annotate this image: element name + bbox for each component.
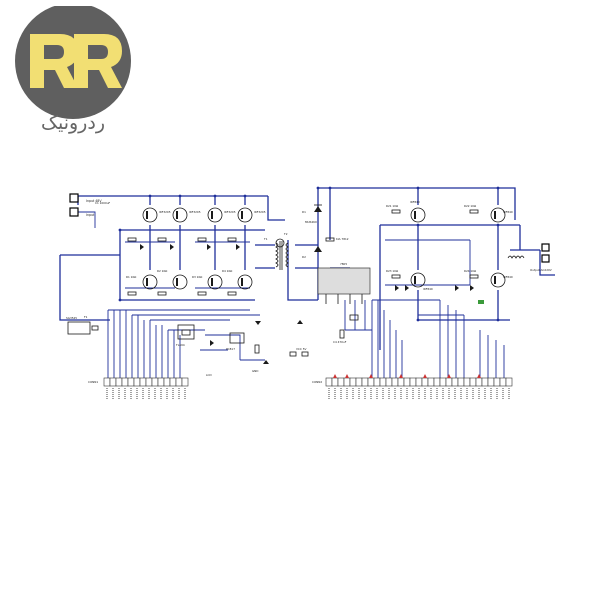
mosfet-q1: IRF3205	[142, 207, 171, 223]
label-q-b3: IRF840	[423, 287, 433, 291]
label-r-a4: R4 10Ω	[222, 269, 233, 273]
label-cap-main: C1 1000uF	[95, 201, 111, 205]
label-fuse: F1	[84, 315, 88, 319]
label-q-a4: IRF3205	[254, 210, 266, 214]
label-reg: 7805	[340, 262, 347, 266]
junctions	[118, 186, 500, 322]
label-r-b3: R23 10Ω	[386, 269, 399, 273]
transformer: T1 T2	[263, 232, 289, 270]
label-trafo2: T2	[283, 232, 288, 236]
label-diode-fr: MUR460	[305, 220, 317, 224]
connector-left: CONN1	[88, 377, 189, 400]
label-output: Output AC220V	[530, 268, 552, 272]
label-input2: Input	[86, 213, 95, 217]
label-q-b1: IRF840	[410, 200, 420, 204]
mosfet-q5: R1 10Ω	[126, 274, 158, 290]
output-cap-area: C4 470uF	[333, 314, 359, 344]
mosfet-q8: R4 10Ω	[222, 269, 253, 290]
label-q-b2: IRF840	[503, 210, 513, 214]
label-r-b2: R22 10Ω	[464, 204, 477, 208]
gate-parts-right: R21 10Ω R22 10Ω R23 10Ω R24 10Ω	[386, 204, 484, 304]
mosfet-q11: IRF840	[410, 272, 433, 291]
mosfet-q9: IRF840	[410, 200, 426, 223]
label-r-b4: R24 10Ω	[464, 269, 477, 273]
label-opto: PC817	[226, 347, 235, 351]
mosfet-q7: R3 10Ω	[192, 274, 223, 290]
label-conn-left: CONN1	[88, 380, 98, 384]
mosfet-q3: IRF3205	[207, 207, 236, 223]
label-chip-mid: TL494	[175, 343, 185, 347]
logo-letter-left	[30, 34, 78, 88]
label-q-a2: IRF3205	[189, 210, 201, 214]
label-gnd: GND	[252, 369, 258, 373]
label-trafo: T1	[263, 237, 268, 241]
label-r-b1: R21 10Ω	[386, 204, 399, 208]
label-r-a1: R1 10Ω	[126, 275, 137, 279]
label-r-a2: R2 10Ω	[157, 269, 168, 273]
controller-left: SG3525 F1 TL494 PC817 GND VCC 5V LCD	[66, 315, 309, 377]
label-lcd: LCD	[206, 373, 212, 377]
mosfet-q2: IRF3205	[172, 207, 201, 223]
brand-name: ردرونیک	[40, 112, 105, 134]
connector-right: CONN2	[312, 374, 513, 400]
gate-parts-left	[127, 237, 240, 296]
label-conn-right: CONN2	[312, 380, 322, 384]
mosfet-q12: IRF840	[490, 272, 513, 288]
label-diode-a: D1	[302, 210, 306, 214]
label-q-a3: IRF3205	[224, 210, 236, 214]
regulator-heatsink: 7805	[317, 262, 371, 304]
label-q-a1: IRF3205	[159, 210, 171, 214]
output-stage: Output AC220V	[507, 243, 552, 272]
label-cap-out: C4 470uF	[333, 340, 347, 344]
mosfet-q10: IRF840	[490, 207, 513, 223]
mosfet-bridge-right: IRF840 IRF840 IRF840 IRF840 R21 10Ω R22 …	[386, 200, 513, 304]
wire-network	[59, 187, 555, 380]
mosfet-q6: R2 10Ω	[157, 269, 188, 290]
logo-graphic: RR	[15, 6, 131, 119]
label-diode-b: D2	[302, 255, 306, 259]
input-terminal: Input 48V Input C1 1000uF	[69, 193, 111, 217]
mosfet-q4: IRF3205	[237, 207, 266, 223]
logo-letter-right	[74, 34, 122, 88]
rectifier-diodes: D1 D2 MUR460 KIA 7812	[302, 204, 349, 259]
label-chip-left: SG3525	[66, 316, 77, 320]
label-r-a3: R3 10Ω	[192, 275, 203, 279]
mosfet-bridge-left: IRF3205 IRF3205 IRF3205 IRF3205 R1 10Ω R…	[126, 207, 266, 296]
label-q-b4: IRF840	[503, 275, 513, 279]
label-input: Input 48V	[86, 199, 102, 203]
label-vcc: VCC 5V	[296, 347, 306, 351]
label-reg2: KIA 7812	[336, 237, 349, 241]
